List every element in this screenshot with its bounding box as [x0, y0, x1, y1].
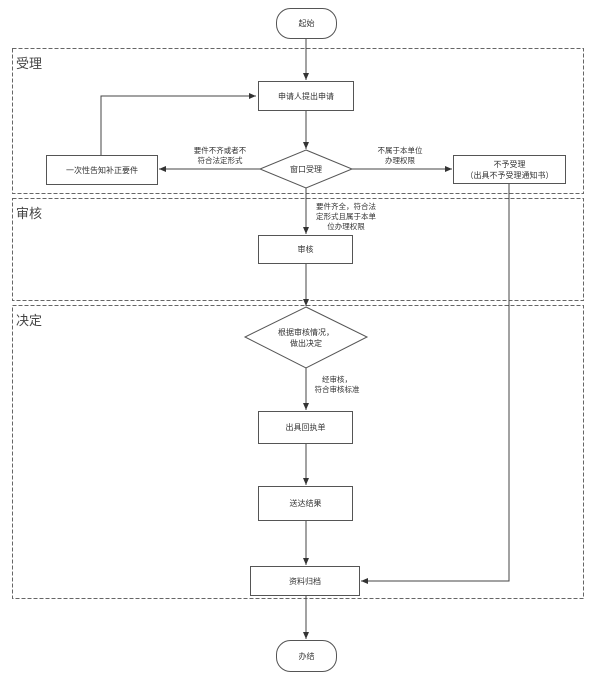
reject-node[interactable]	[453, 155, 566, 184]
review-node[interactable]	[258, 235, 353, 264]
lane-label-review: 审核	[16, 207, 43, 222]
start-node[interactable]	[276, 8, 337, 39]
edge-label-complete-line2: 定形式且属于本单	[316, 212, 376, 221]
edge-label-approved-line1: 经审核，	[322, 375, 352, 384]
lane-decision	[12, 305, 584, 599]
receipt-node[interactable]	[258, 411, 353, 444]
deliver-node[interactable]	[258, 486, 353, 521]
start-label: 起始	[298, 19, 315, 28]
edge-label-complete-line3: 位办理权限	[327, 222, 365, 231]
edge-label-complete: 要件齐全，符合法 定形式且属于本单 位办理权限	[308, 202, 384, 232]
apply-node[interactable]	[258, 81, 354, 111]
lane-accept	[12, 48, 584, 194]
decide-label: 根据审核情况， 做出决定	[245, 307, 367, 368]
edge-label-approved: 经审核， 符合审核标准	[306, 375, 368, 395]
edge-label-complete-line1: 要件齐全，符合法	[316, 202, 376, 211]
deliver-label: 送达结果	[289, 499, 322, 508]
receipt-label: 出具回执单	[285, 423, 326, 432]
window-accept-label: 窗口受理	[290, 164, 322, 174]
notify-label: 一次性告知补正要件	[66, 165, 138, 175]
lane-review	[12, 198, 584, 301]
lane-label-accept: 受理	[16, 57, 43, 72]
edge-label-out-of-scope: 不属于本单位 办理权限	[360, 146, 440, 166]
review-label: 审核	[297, 245, 314, 254]
edge-label-incomplete: 要件不齐或者不 符合法定形式	[180, 146, 260, 166]
reject-label: 不予受理 （出具不予受理通知书）	[453, 155, 566, 184]
decide-label-line2: 做出决定	[290, 338, 322, 348]
edge-reject-archive	[361, 184, 510, 584]
apply-label: 申请人提出申请	[278, 91, 334, 101]
lane-label-decision: 决定	[16, 314, 43, 329]
edge-label-out-of-scope-line2: 办理权限	[385, 156, 415, 165]
edge-notify-apply	[100, 93, 256, 155]
decide-label-line1: 根据审核情况，	[278, 327, 334, 337]
reject-label-line1: 不予受理	[493, 159, 526, 169]
notify-node[interactable]	[46, 155, 158, 185]
end-label: 办结	[298, 651, 315, 661]
edge-label-out-of-scope-line1: 不属于本单位	[377, 146, 423, 155]
edge-label-incomplete-line2: 符合法定形式	[197, 156, 243, 165]
archive-label: 资料归档	[289, 576, 321, 586]
end-node[interactable]	[276, 640, 337, 672]
reject-label-line2: （出具不予受理通知书）	[465, 170, 554, 180]
archive-node[interactable]	[250, 566, 360, 596]
edge-label-approved-line2: 符合审核标准	[314, 385, 360, 394]
edge-label-incomplete-line1: 要件不齐或者不	[193, 146, 247, 155]
